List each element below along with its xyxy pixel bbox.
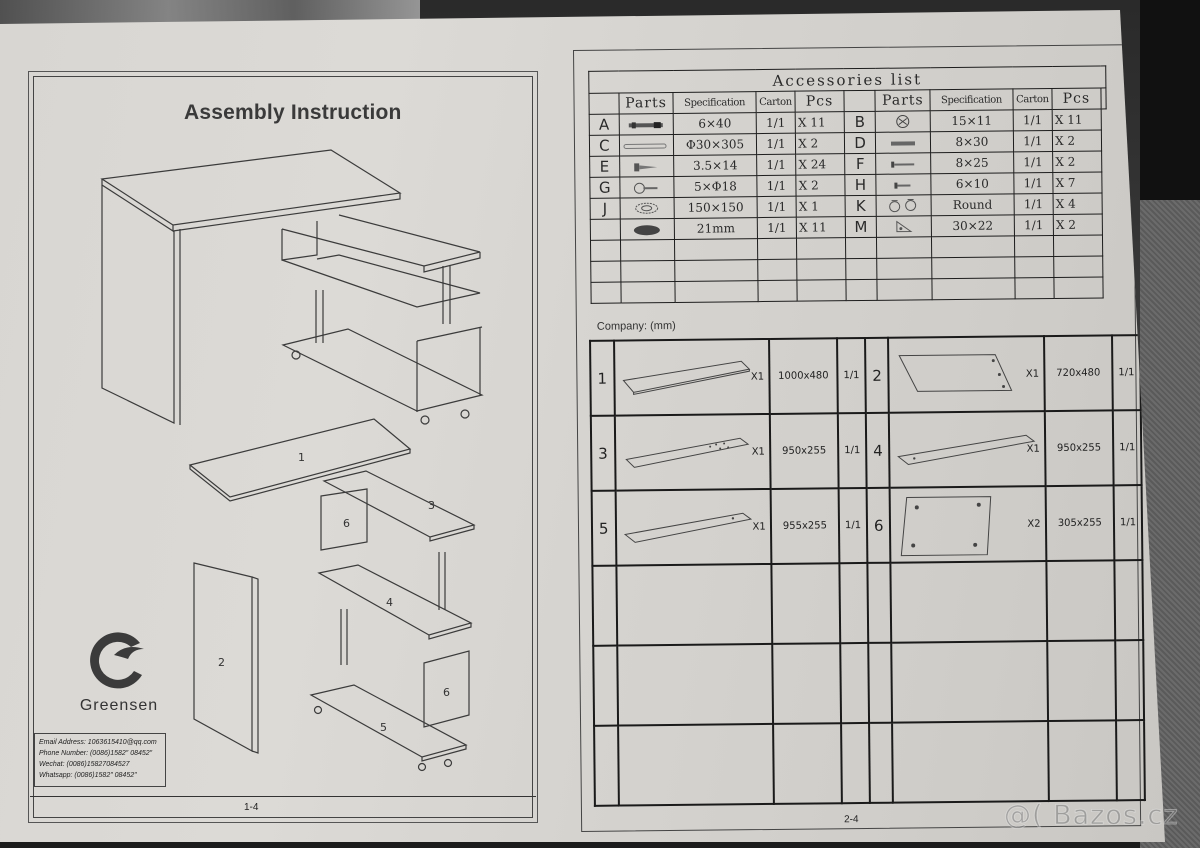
- page-number: 1-4: [244, 802, 259, 813]
- accessory-row: 21mm 1/1 X 11 M 30×22 1/1 X 2: [590, 213, 1107, 241]
- page-assembly-overview: Assembly Instruction: [28, 71, 538, 823]
- part-label: 5: [380, 721, 387, 734]
- part-label: 6: [443, 686, 450, 699]
- col-pcs: Pcs: [1052, 87, 1101, 110]
- assembled-desk-illustration: [100, 149, 484, 425]
- panel-row-empty: [593, 640, 1145, 726]
- col-carton: Carton: [755, 91, 796, 113]
- accessories-table: Accessories list Parts Specification Car…: [588, 65, 1108, 304]
- background-dark-surface: [1140, 0, 1200, 200]
- caster-wheel-icon: [889, 198, 917, 213]
- panel-6-drawing: [901, 495, 992, 556]
- panel-3-drawing: [624, 437, 749, 468]
- page-number: 2-4: [844, 814, 859, 826]
- bolt-short-icon: [894, 182, 911, 189]
- brand-name: Greensen: [79, 697, 159, 714]
- accessory-row: C Φ30×305 1/1 X 2 D 8×30 1/1 X 2: [589, 129, 1106, 157]
- contact-whatsapp: Whatsapp: (0086)1582″ 08452″: [39, 772, 137, 779]
- instruction-sheet: Assembly Instruction: [0, 10, 1165, 842]
- cam-lock-icon: [896, 115, 910, 129]
- contact-wechat: Wechat: (0086)15827084527: [39, 761, 130, 768]
- exploded-parts-illustration: 1 3 6 2 4 6 5: [188, 418, 476, 772]
- part-label: 6: [343, 517, 350, 530]
- wood-screw-icon: [634, 162, 658, 171]
- col-specification: Specification: [930, 88, 1013, 111]
- cap-cover-icon: [634, 224, 661, 235]
- page-parts-list: Accessories list Parts Specification Car…: [573, 44, 1145, 832]
- greensen-logo-icon: [90, 632, 144, 689]
- panel-4-drawing: [897, 434, 1036, 465]
- accessory-row: E 3.5×14 1/1 X 24 F 8×25 1/1 X 2: [589, 150, 1107, 178]
- metal-pole-icon: [623, 143, 667, 149]
- panel-2-drawing: [898, 353, 1013, 392]
- contact-phone: Phone Number: (0086)1582″ 08452″: [39, 750, 153, 757]
- panels-unit-label: Company: (mm): [596, 319, 676, 333]
- part-label: 4: [386, 596, 393, 609]
- panel-row: 5 X1 955x255 1/1 6 X2 305x255 1/1: [591, 485, 1143, 566]
- part-label: 3: [428, 499, 435, 512]
- divider: [30, 796, 536, 797]
- col-parts: Parts: [875, 89, 931, 112]
- col-carton: Carton: [1012, 88, 1053, 110]
- accessory-row: G 5×Φ18 1/1 X 2 H 6×10 1/1 X 7: [589, 171, 1107, 199]
- brand-logo: Greensen: [74, 625, 164, 715]
- col-parts: Parts: [618, 92, 674, 115]
- panels-table: 1 X1 1000x480 1/1 2 X1 720x480 1/1 3: [589, 334, 1146, 807]
- panel-row: 1 X1 1000x480 1/1 2 X1 720x480 1/1: [590, 335, 1141, 416]
- cam-bolt-icon: [634, 182, 658, 194]
- panel-row-empty: [594, 720, 1145, 806]
- bolt-long-icon: [891, 161, 915, 168]
- part-label: 1: [298, 451, 305, 464]
- col-pcs: Pcs: [795, 90, 844, 113]
- part-label: 2: [218, 656, 225, 669]
- panel-row: 3 X1 950x255 1/1 4 X1 950x255 1/1: [590, 410, 1142, 491]
- contact-info: Email Address: 1063615410@qq.com Phone N…: [34, 733, 166, 787]
- watermark: @( Bazos.cz: [1004, 800, 1179, 832]
- col-specification: Specification: [673, 91, 756, 114]
- accessory-row: J 150×150 1/1 X 1 K Round 1/1 X 4: [590, 192, 1107, 220]
- dowel-screw-icon: [629, 121, 664, 128]
- contact-email: Email Address: 1063615410@qq.com: [39, 739, 157, 746]
- corner-bracket-icon: [896, 220, 913, 233]
- page-title: Assembly Instruction: [184, 101, 402, 124]
- wood-dowel-icon: [891, 140, 916, 146]
- panel-5-drawing: [623, 512, 752, 543]
- swivel-plate-icon: [635, 202, 659, 214]
- panel-1-drawing: [622, 360, 750, 395]
- panel-row-empty: [592, 560, 1144, 646]
- accessory-row: A 6×40 1/1 X 11 B 15×11 1/1 X 11: [589, 108, 1106, 136]
- accessory-row-empty: [590, 276, 1108, 304]
